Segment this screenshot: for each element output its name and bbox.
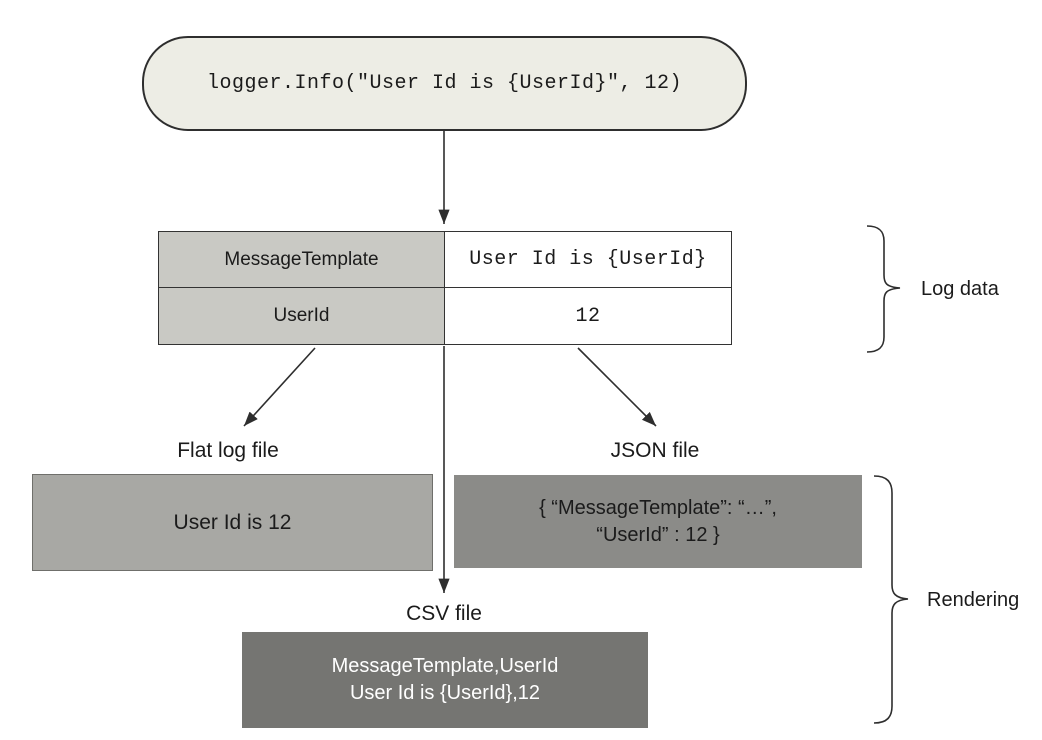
- rendering-brace-label: Rendering: [927, 588, 1020, 611]
- csv-file-box: MessageTemplate,UserId User Id is {UserI…: [242, 632, 648, 728]
- logger-call-code: logger.Info("User Id is {UserId}", 12): [206, 72, 683, 95]
- table-key-userid: UserId: [159, 288, 445, 344]
- logger-call-box: logger.Info("User Id is {UserId}", 12): [142, 36, 747, 131]
- table-value-userid: 12: [445, 288, 731, 344]
- json-file-box: { “MessageTemplate”: “…”, “UserId” : 12 …: [454, 475, 862, 568]
- arrow-table-to-flat: [243, 347, 316, 427]
- flat-log-file-label: Flat log file: [177, 439, 279, 462]
- csv-content-line1: MessageTemplate,UserId: [331, 655, 559, 677]
- csv-content-line2: User Id is {UserId},12: [349, 682, 541, 704]
- arrow-table-to-json: [577, 347, 657, 427]
- log-data-table: MessageTemplate User Id is {UserId} User…: [158, 231, 732, 345]
- rendering-brace: [873, 475, 909, 724]
- flat-log-content: User Id is 12: [173, 511, 292, 534]
- json-content-line2: “UserId” : 12 }: [596, 523, 720, 546]
- json-content-line1: { “MessageTemplate”: “…”,: [539, 496, 777, 519]
- log-data-brace-label: Log data: [921, 277, 999, 300]
- table-key-messagetemplate: MessageTemplate: [159, 232, 445, 288]
- csv-file-label: CSV file: [406, 602, 482, 625]
- json-file-label: JSON file: [610, 439, 700, 462]
- log-data-brace: [866, 225, 901, 353]
- flat-log-file-box: User Id is 12: [32, 474, 433, 571]
- table-value-messagetemplate: User Id is {UserId}: [445, 232, 731, 288]
